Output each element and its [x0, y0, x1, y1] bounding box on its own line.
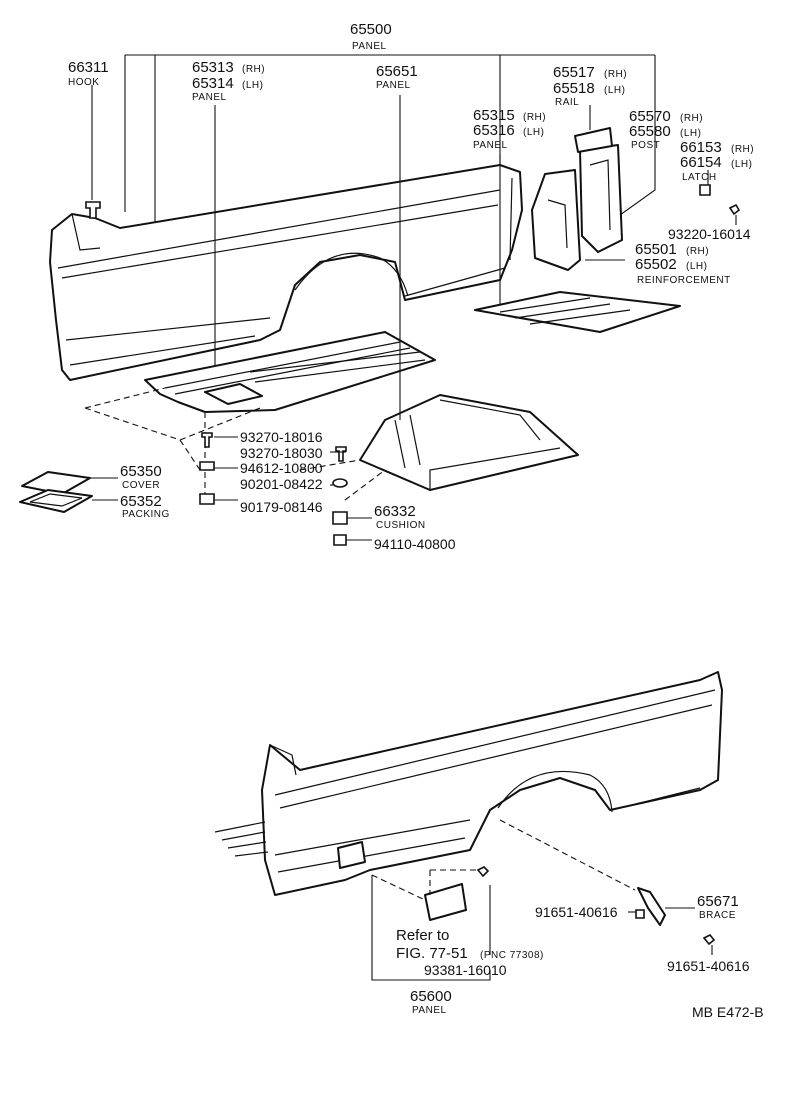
label-90201: 90201-08422	[240, 476, 323, 492]
label-65517-side: (RH)	[604, 69, 627, 80]
label-66153-side: (RH)	[731, 144, 754, 155]
diagram-code: MB E472-B	[692, 1004, 764, 1020]
label-65315-side: (RH)	[523, 112, 546, 123]
label-66311: 66311	[68, 59, 109, 76]
label-93270-18016: 93270-18016	[240, 429, 323, 445]
label-90179: 90179-08146	[240, 499, 323, 515]
refer-pnc-text: (PNC 77308)	[480, 950, 544, 961]
label-94110: 94110-40800	[374, 536, 456, 552]
label-65314-name: PANEL	[192, 92, 227, 103]
label-65600-name: PANEL	[412, 1005, 447, 1016]
label-93381: 93381-16010	[424, 962, 507, 978]
floor-ribs-bottom	[214, 821, 269, 857]
label-91651-b: 91651-40616	[667, 958, 750, 974]
label-65352: 65352	[120, 493, 162, 510]
label-66311-name: HOOK	[68, 77, 99, 88]
reinforcement-65501	[531, 169, 581, 271]
label-65316-name: PANEL	[473, 140, 508, 151]
label-65316: 65316	[473, 122, 515, 139]
label-65314-side: (LH)	[242, 80, 263, 91]
label-65651-name: PANEL	[376, 80, 411, 91]
label-65570-side: (RH)	[680, 113, 703, 124]
label-94612: 94612-10800	[240, 460, 323, 476]
label-66332: 66332	[374, 503, 416, 520]
label-65315: 65315	[473, 107, 515, 124]
label-65502: 65502	[635, 256, 677, 273]
side-panel-65313	[49, 164, 523, 381]
bracket-plate	[371, 866, 491, 981]
wheel-housing-65651	[359, 394, 579, 491]
label-65671: 65671	[697, 893, 739, 910]
floor-panel-rear	[474, 291, 681, 333]
label-66332-name: CUSHION	[376, 520, 426, 531]
label-65580-side: (LH)	[680, 128, 701, 139]
latch-66153	[699, 184, 741, 216]
label-65671-name: BRACE	[699, 910, 736, 921]
label-93270-18030: 93270-18030	[240, 445, 323, 461]
dashed-assembly-lines	[84, 387, 386, 501]
label-65570: 65570	[629, 108, 671, 125]
label-65350-name: COVER	[122, 480, 160, 491]
label-65651: 65651	[376, 63, 418, 80]
fasteners-left	[199, 432, 372, 546]
label-65313: 65313	[192, 59, 234, 76]
hook-66311	[85, 85, 101, 219]
label-65517: 65517	[553, 64, 595, 81]
label-65350: 65350	[120, 463, 162, 480]
label-66154-side: (LH)	[731, 159, 752, 170]
label-65502-side: (LH)	[686, 261, 707, 272]
label-91651-a: 91651-40616	[535, 904, 618, 920]
label-65518-name: RAIL	[555, 97, 579, 108]
label-65500-name: PANEL	[352, 41, 387, 52]
label-66153: 66153	[680, 139, 722, 156]
label-65518-side: (LH)	[604, 85, 625, 96]
label-93220: 93220-16014	[668, 226, 751, 242]
label-65313-side: (RH)	[242, 64, 265, 75]
label-65501: 65501	[635, 241, 677, 258]
label-65500: 65500	[350, 21, 392, 38]
label-65600: 65600	[410, 988, 452, 1005]
label-65352-name: PACKING	[122, 509, 170, 520]
label-65501-side: (RH)	[686, 246, 709, 257]
label-65518: 65518	[553, 80, 595, 97]
leaders-top	[214, 95, 737, 420]
refer-to-text: Refer to	[396, 927, 449, 944]
label-66154: 66154	[680, 154, 722, 171]
label-65580: 65580	[629, 123, 671, 140]
label-65580-name: POST	[631, 140, 660, 151]
label-65316-side: (LH)	[523, 127, 544, 138]
label-66154-name: LATCH	[682, 172, 717, 183]
bracket-65500	[124, 54, 656, 224]
label-65314: 65314	[192, 75, 234, 92]
cover-65350	[19, 471, 118, 513]
label-65502-name: REINFORCEMENT	[637, 275, 731, 286]
refer-fig-text: FIG. 77-51	[396, 945, 468, 962]
side-panel-65600	[261, 671, 723, 896]
rail-65517	[574, 127, 613, 153]
post-65570	[579, 144, 623, 253]
brace-65671	[499, 819, 716, 955]
floor-panel-left	[144, 331, 436, 413]
